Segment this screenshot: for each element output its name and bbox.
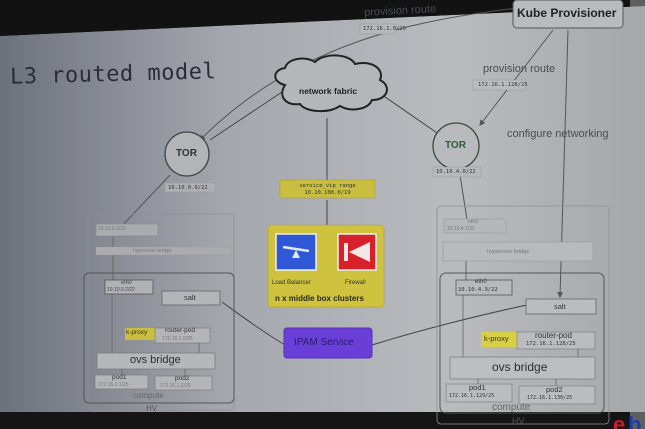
left-connector [111,294,200,376]
right-hv-label: HV [512,416,525,426]
right-eth-label: eth0 [475,279,487,285]
tor-left-circle [164,131,210,177]
right-pod1-box [445,383,513,403]
ipam-service-label[interactable]: IPAM Service [294,337,354,348]
left-router-pod-cidr: 172.16.1.0/25 [162,336,193,342]
cidr-box [164,182,216,193]
left-eth-box [104,279,154,295]
projection-screen [0,6,645,412]
load-balancer-label: Load Balancer [272,280,311,286]
right-compute-box [439,272,605,414]
line-ipam-to-salt-right [371,304,528,346]
left-ovs-bridge-box [96,352,216,370]
left-pod1-box [94,374,149,390]
line-fabric-to-tor-left [209,91,283,141]
right-pod1-label: pod1 [469,383,486,392]
left-uplink-cidr: 10.10.0.1/22 [98,226,126,232]
left-ovs-bridge-label: ovs bridge [130,354,181,366]
firewall-icon [344,242,370,262]
left-hv-label: HV [146,404,158,413]
service-vip-box [279,179,376,199]
cidr-box [472,79,526,91]
line-provisioner-to-tor-right [479,29,554,126]
right-ovs-bridge-label: ovs bridge [492,360,548,374]
left-eth-cidr: 10.10.0.2/22 [107,287,135,293]
screen-bottom-dark [0,412,645,429]
left-kproxy-label: k-proxy [126,329,148,336]
right-uplink-box [443,218,507,234]
configure-networking-label: configure networking [507,128,609,140]
firewall-label: Firewall [345,280,366,286]
line-tor-right-to-uplink [459,174,469,227]
left-router-pod-label: router-pod [165,327,195,334]
right-pod2-box [518,385,596,405]
right-pod2-cidr: 172.16.1.130/25 [527,395,573,401]
right-edge [630,0,645,429]
kube-provisioner-box [512,0,624,29]
right-uplink-cidr: 10.10.4.1/22 [447,226,475,232]
right-pod2-label: pod2 [546,385,563,394]
left-compute-box [83,272,235,404]
kube-provisioner-label: Kube Provisioner [517,6,617,20]
right-compute-label: compute [492,402,531,413]
left-salt-box [161,290,221,306]
left-compute-label: compute [133,391,164,400]
ebay-logo: e [613,412,625,429]
ebay-logo-b: b [628,412,641,429]
provision-route-cidr-right: 172.16.1.128/25 [478,82,528,88]
provision-route-label-right: provision route [483,63,556,75]
network-fabric-label: network fabric [299,86,358,96]
left-pod2-box [154,375,213,391]
service-vip-label: service_vip range [299,183,356,189]
provision-route-cidr-left: 172.16.1.0/25 [363,26,407,32]
left-hypervisor-bridge [95,246,232,256]
service-vip-cidr: 10.10.100.0/19 [304,190,351,196]
left-salt-label: salt [184,293,196,302]
right-hypervisor-bridge-label: hypervisor bridge [487,249,530,255]
left-pod2-cidr: 172.16.1.2/25 [160,383,191,389]
load-balancer-icon [282,245,310,258]
network-fabric-cloud [274,54,388,112]
cidr-box [432,166,482,178]
right-eth-cidr: 10.10.4.9/22 [458,287,498,293]
line-ipam-to-salt-left [221,301,286,346]
right-ovs-bridge-box [449,356,596,380]
right-router-pod-label: router-pod [535,331,572,340]
screen-top-dark [0,0,645,36]
right-salt-label: salt [554,302,566,311]
right-uplink-label: eth0 [468,219,478,225]
left-eth-label: eth0 [121,280,132,286]
right-kproxy-label: k-proxy [484,334,509,343]
ipam-service-box [283,327,373,359]
left-pod1-cidr: 172.16.1.1/25 [98,382,129,388]
left-uplink-box [95,223,159,237]
line-fabric-to-tor-right [377,91,441,136]
middle-box-caption: n x middle box clusters [275,294,364,303]
right-connector [462,295,579,386]
service-vip-text: service_vip range 10.10.100.0/19 [280,183,375,197]
cidr-box [359,23,397,35]
right-kproxy-box [481,332,517,347]
left-kproxy-box [125,328,155,340]
right-router-pod-box [516,331,596,350]
left-hypervisor-bridge-label: hypervisor bridge [133,248,172,254]
right-pod1-cidr: 172.16.1.129/25 [449,393,495,399]
right-router-pod-cidr: 172.16.1.128/25 [526,341,576,347]
left-pod2-label: pod2 [175,375,190,382]
right-salt-box [525,298,597,315]
right-hypervisor-outline [436,205,610,425]
line-tor-left-to-uplink [119,174,171,229]
right-eth-box [455,279,513,296]
left-router-pod-box [154,327,211,344]
tor-left-label: TOR [176,148,197,159]
line-provisioner-to-tor-left [199,7,518,141]
left-pod1-label: pod1 [112,374,127,381]
right-hypervisor-bridge [442,241,594,262]
tor-right-cidr: 10.10.4.0/22 [436,169,476,175]
tor-left-cidr: 10.10.0.0/22 [168,185,208,191]
tor-right-label: TOR [445,140,466,151]
